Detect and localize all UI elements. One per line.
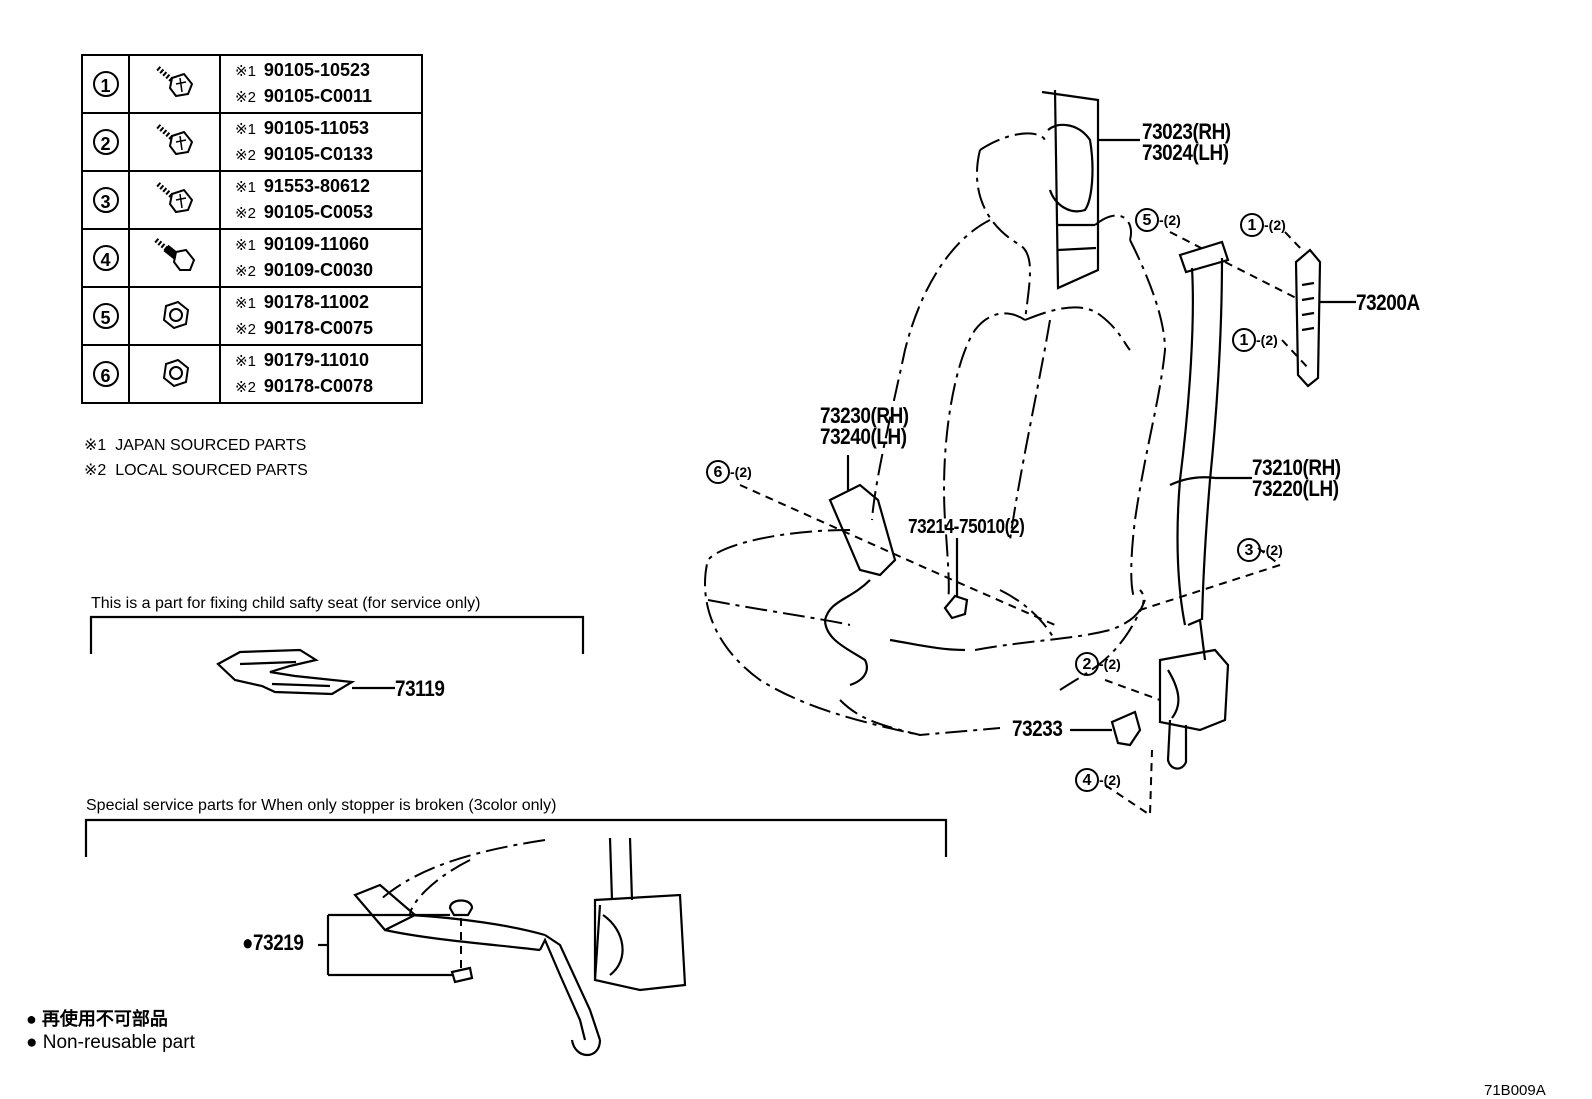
fastener-ref: 4 (81, 228, 130, 288)
ref-callout-6[interactable]: 6-(2) (706, 460, 752, 484)
buckle-assembly (823, 455, 966, 687)
ref-callout-1-top[interactable]: 1-(2) (1240, 213, 1286, 237)
fastener-ref: 5 (81, 286, 130, 346)
height-adjuster (1294, 248, 1356, 388)
ref-callout-5[interactable]: 5-(2) (1135, 208, 1181, 232)
legend-jp: ● 再使用不可部品 (26, 1009, 168, 1029)
leader-lines (739, 231, 1311, 817)
callout-73230[interactable]: 73230(RH) (820, 403, 909, 428)
fastener-icon-cell (128, 54, 221, 114)
fastener-icon-cell (128, 228, 221, 288)
callout-73119[interactable]: 73119 (395, 676, 445, 701)
bolt-icon (152, 123, 198, 164)
fastener-ref: 3 (81, 170, 130, 230)
fastener-ref: 2 (81, 112, 130, 172)
note-japan: ※1 JAPAN SOURCED PARTS (84, 437, 307, 454)
callout-73240[interactable]: 73240(LH) (820, 424, 907, 449)
cover-clip (943, 538, 969, 620)
shoulder-bolt-icon (152, 237, 198, 280)
fastener-icon-cell (128, 112, 221, 172)
fastener-ref: 6 (81, 344, 130, 404)
seat-outline (703, 132, 1167, 737)
callout-73200a[interactable]: 73200A (1356, 290, 1420, 315)
stopper-bracket (84, 818, 948, 857)
note-local: ※2 LOCAL SOURCED PARTS (84, 462, 308, 479)
callout-73219[interactable]: ●73219 (242, 930, 304, 955)
seat-airbag-module (1041, 89, 1140, 290)
callout-73214[interactable]: 73214-75010(2) (908, 516, 1025, 538)
diagram-code: 71B009A (1484, 1082, 1546, 1099)
callout-73233[interactable]: 73233 (1012, 716, 1063, 741)
callout-73024[interactable]: 73024(LH) (1142, 140, 1229, 165)
child-seat-caption: This is a part for fixing child safty se… (91, 595, 481, 612)
stopper-caption: Special service parts for When only stop… (86, 797, 557, 814)
fastener-icon-cell (128, 170, 221, 230)
stopper-belt-diagram (318, 837, 687, 1056)
callout-73220[interactable]: 73220(LH) (1252, 476, 1339, 501)
retractor-cover (1070, 710, 1142, 747)
nut-icon (152, 300, 198, 338)
ref-callout-4[interactable]: 4-(2) (1075, 768, 1121, 792)
ref-callout-1-bottom[interactable]: 1-(2) (1232, 328, 1278, 352)
fastener-icon-cell (128, 344, 221, 404)
child-seat-plate (216, 648, 395, 696)
seat-belt-assembly (1158, 240, 1252, 770)
fastener-icon-cell (128, 286, 221, 346)
bolt-icon (152, 181, 198, 222)
callout-73023[interactable]: 73023(RH) (1142, 119, 1231, 144)
bolt-icon (152, 65, 198, 106)
child-seat-bracket (89, 615, 585, 654)
fastener-ref: 1 (81, 54, 130, 114)
legend-en: ● Non-reusable part (26, 1032, 195, 1053)
nut-icon (152, 358, 198, 396)
callout-73210[interactable]: 73210(RH) (1252, 455, 1341, 480)
